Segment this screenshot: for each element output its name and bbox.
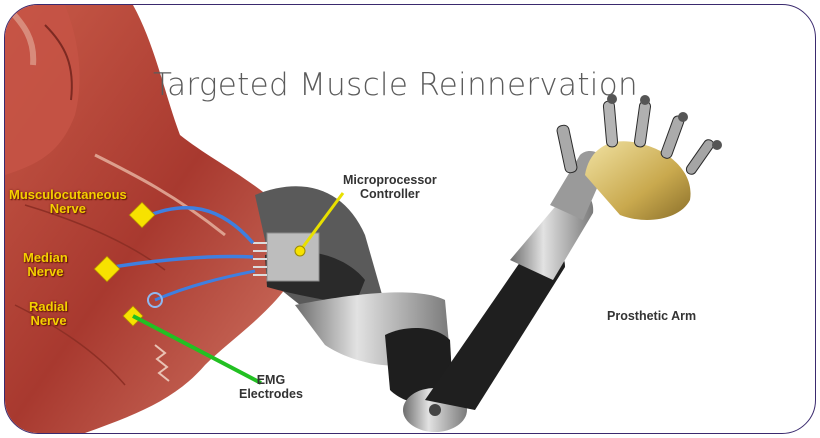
label-emg-text: EMG Electrodes [239,373,303,401]
controller-callout-dot [295,246,305,256]
controller-chip [267,233,319,281]
label-radial-nerve: Radial Nerve [29,300,68,328]
label-prosthetic-arm: Prosthetic Arm [607,309,696,323]
label-microprocessor-controller: Microprocessor Controller [343,173,437,201]
slide-frame: Targeted Muscle Reinnervation Musculocut… [4,4,816,434]
page-title: Targeted Muscle Reinnervation [153,67,638,103]
label-radial-text: Radial Nerve [29,299,68,328]
prosthetic-forearm [425,151,606,410]
label-prosthetic-text: Prosthetic Arm [607,309,696,323]
label-musculocutaneous-nerve: Musculocutaneous Nerve [9,188,127,216]
label-median-text: Median Nerve [23,250,68,279]
label-emg-electrodes: EMG Electrodes [239,373,303,401]
label-median-nerve: Median Nerve [23,251,68,279]
label-musculocutaneous-text: Musculocutaneous Nerve [9,187,127,216]
label-microprocessor-text: Microprocessor Controller [343,173,437,201]
